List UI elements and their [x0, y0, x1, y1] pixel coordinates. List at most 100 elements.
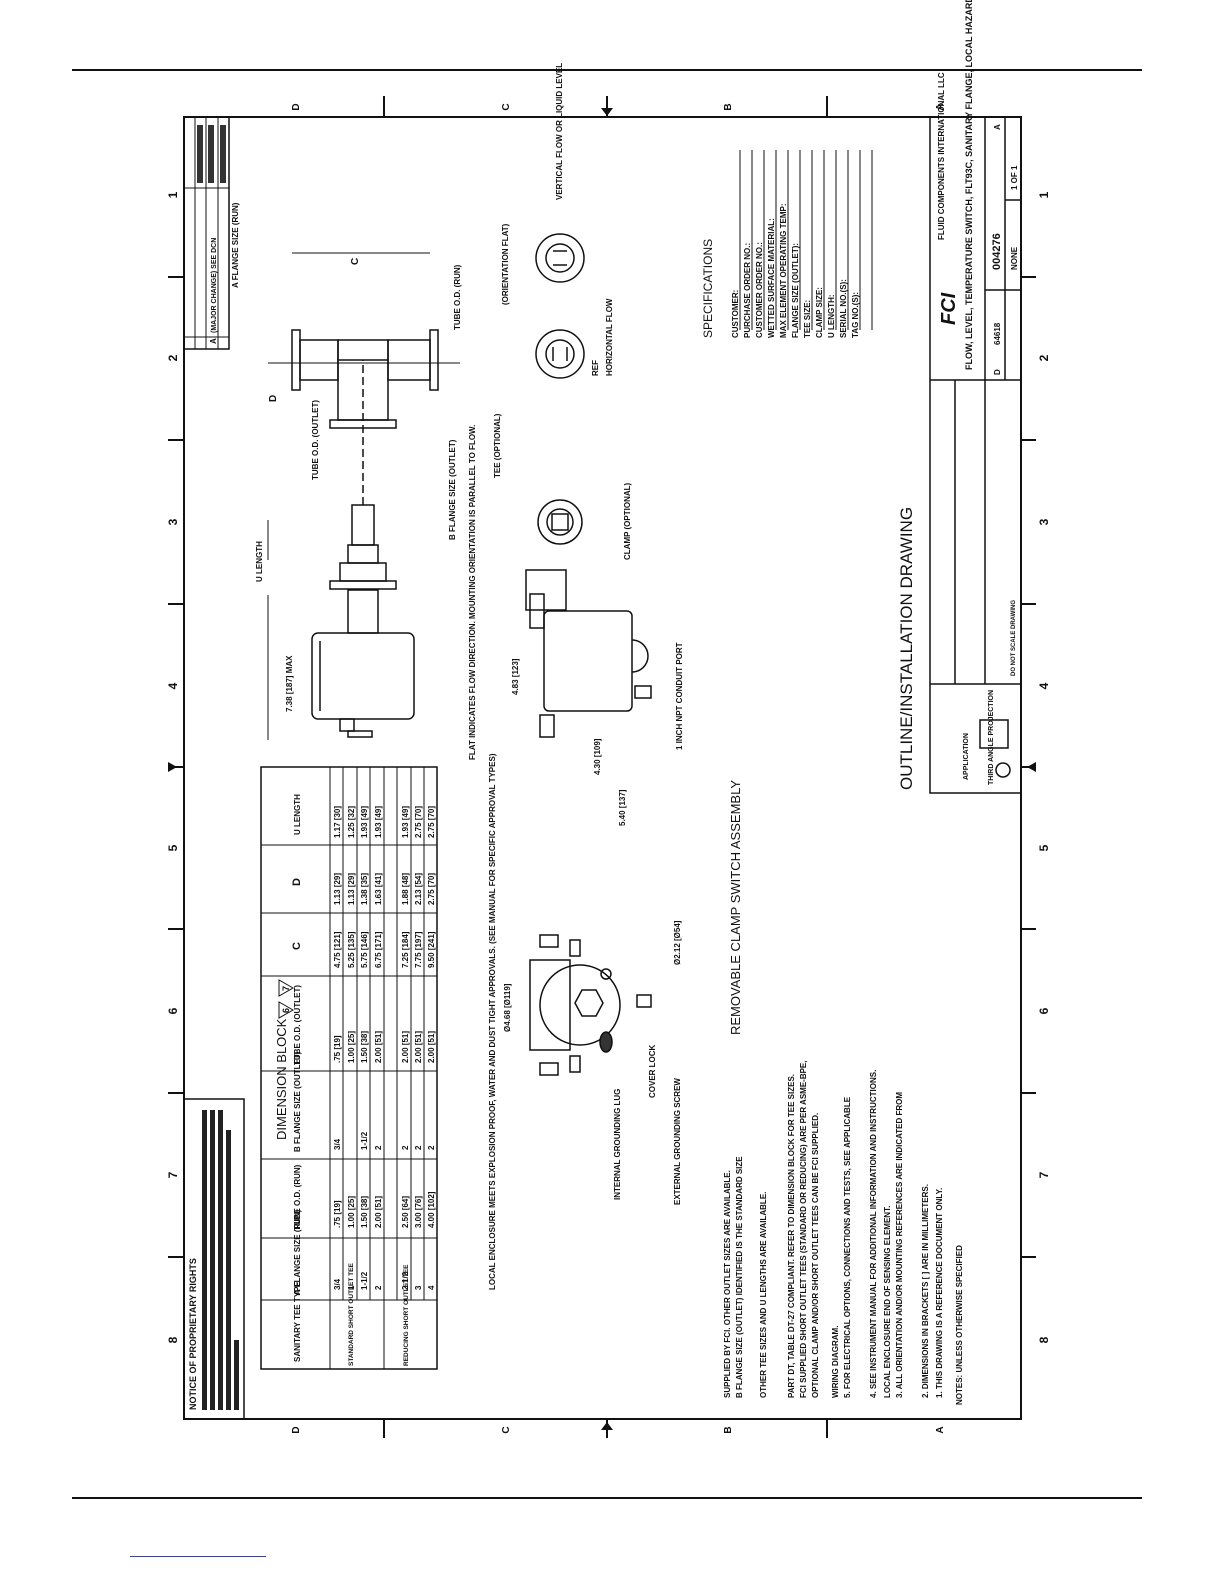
orientation-labels: (ORIENTATION FLAT) VERTICAL FLOW OR LIQU…: [501, 63, 614, 376]
table-cell: 2.00 [51]: [427, 1031, 436, 1063]
note-item: WIRING DIAGRAM.: [831, 1326, 840, 1398]
table-cell: 1.00 [25]: [347, 1196, 356, 1228]
label-d: D: [268, 395, 279, 402]
table-cell: 1.50 [38]: [360, 1196, 369, 1228]
note-item: 3. ALL ORIENTATION AND/OR MOUNTING REFER…: [895, 1092, 904, 1398]
zone-ticks: [168, 96, 1036, 1438]
top-rule: [72, 69, 1142, 71]
note-item: PART DT, TABLE DT-27 COMPLIANT. REFER TO…: [787, 1074, 796, 1398]
label-clamp: CLAMP (OPTIONAL): [623, 482, 632, 560]
table-cell: 2: [374, 1145, 383, 1150]
col-number: 5: [1037, 844, 1051, 851]
label-max-len: 7.38 [187] MAX: [285, 655, 294, 712]
specifications-fields: CUSTOMER:PURCHASE ORDER NO.:CUSTOMER ORD…: [731, 203, 860, 338]
table-cell: 3.00 [76]: [414, 1196, 423, 1228]
table-cell: 7.75 [197]: [414, 931, 423, 968]
table-cell: 1: [347, 1285, 356, 1290]
spec-field: CUSTOMER ORDER NO.:: [755, 242, 764, 338]
label-430: 4.30 [109]: [593, 738, 602, 775]
row-letter: B: [723, 1426, 734, 1433]
table-cell: 2.00 [51]: [374, 1196, 383, 1228]
spec-field: CUSTOMER:: [731, 290, 740, 338]
column-numbers: 8 7 6 5 4 3 2 1 8 7 6 5 4 3 2 1: [166, 191, 1051, 1343]
note-item: B FLANGE SIZE (OUTLET) IDENTIFIED IS THE…: [735, 1156, 744, 1398]
label-468: Ø4.68 [Ø119]: [503, 983, 512, 1032]
row-letter: A: [935, 103, 946, 110]
size-value: D: [993, 369, 1002, 375]
label-tube-run: TUBE O.D. (RUN): [453, 264, 462, 330]
table-header: U LENGTH: [293, 794, 302, 835]
clamp-labels: CLAMP (OPTIONAL) 4.83 [123] 4.30 [109] 5…: [511, 482, 684, 826]
flat-note: FLAT INDICATES FLOW DIRECTION. MOUNTING …: [468, 425, 477, 760]
row-letters: D C B A D C B A: [291, 103, 946, 1433]
label-c: C: [350, 258, 361, 265]
table-cell: 2.50 [64]: [401, 1196, 410, 1228]
table-cell: .75 [19]: [333, 1200, 342, 1228]
orientation-views: [535, 233, 585, 379]
spec-field: TAG NO.(S):: [851, 292, 860, 338]
label-orientation-flat: (ORIENTATION FLAT): [501, 223, 510, 305]
title-block-title: FLOW, LEVEL, TEMPERATURE SWITCH, FLT93C,…: [964, 0, 974, 370]
col-number: 1: [1037, 191, 1051, 198]
table-cell: 1.00 [25]: [347, 1031, 356, 1063]
do-not-scale: DO NOT SCALE DRAWING: [1011, 600, 1017, 676]
proprietary-box: [183, 1098, 245, 1420]
flag-7: 7: [281, 986, 291, 991]
assembly-view: [529, 934, 652, 1076]
table-cell: 1-1/2: [360, 1131, 369, 1150]
fci-logo: FCI: [938, 292, 960, 325]
drawing-title: OUTLINE/INSTALLATION DRAWING: [897, 507, 916, 790]
table-cell: 2.00 [51]: [401, 1031, 410, 1063]
table-cell: 1.63 [41]: [374, 873, 383, 905]
label-cover-lock: COVER LOCK: [648, 1044, 657, 1098]
table-cell: 7.25 [184]: [401, 931, 410, 968]
proprietary-text-blocks: [202, 1110, 239, 1410]
col-number: 4: [166, 682, 180, 689]
dimension-block-flags: 6 7: [278, 979, 295, 1019]
table-cell: 4.00 [102]: [427, 1191, 436, 1228]
col-number: 1: [166, 191, 180, 198]
row-letter: C: [501, 103, 512, 110]
assembly-title: REMOVABLE CLAMP SWITCH ASSEMBLY: [728, 780, 743, 1035]
scale-value: NONE: [1010, 246, 1019, 270]
bottom-rule: [72, 1497, 1142, 1499]
revision-description: (MAJOR CHANGE) SEE DCN: [211, 238, 218, 333]
assembly-labels: REMOVABLE CLAMP SWITCH ASSEMBLY Ø4.68 [Ø…: [488, 753, 743, 1290]
table-cell: 4.75 [121]: [333, 931, 342, 968]
table-cell: 2: [414, 1145, 423, 1150]
table-cell: 1.17 [30]: [333, 806, 342, 838]
label-ref: REF: [591, 360, 600, 376]
table-cell: 2.00 [51]: [374, 1031, 383, 1063]
table-cell: 5.75 [146]: [360, 931, 369, 968]
note-item: 5. FOR ELECTRICAL OPTIONS, CONNECTIONS A…: [843, 1096, 852, 1398]
table-cell: 2.00 [51]: [414, 1031, 423, 1063]
title-block-text: FLUID COMPONENTS INTERNATIONAL LLC FCI F…: [937, 0, 1019, 785]
table-cell: 2-1/2: [401, 1271, 410, 1290]
row-letter: C: [501, 1426, 512, 1433]
group-label-reducing: REDUCING SHORT OUTLET TEE: [403, 1264, 410, 1366]
note-item: FCI SUPPLIED SHORT OUTLET TEES (STANDARD…: [799, 1061, 808, 1399]
dimension-table: SANITARY TEE TYPE A FLANGE SIZE (RUN) TU…: [260, 766, 438, 1370]
table-cell: 3/4: [333, 1138, 342, 1150]
table-header: TUBE O.D. (RUN): [293, 1164, 302, 1230]
label-u-length: U LENGTH: [255, 541, 264, 582]
notes-header: NOTES: UNLESS OTHERWISE SPECIFIED: [955, 1245, 964, 1405]
note-item: 4. SEE INSTRUMENT MANUAL FOR ADDITIONAL …: [869, 1070, 878, 1398]
col-number: 7: [1037, 1171, 1051, 1178]
table-header: TUBE O.D. (OUTLET): [293, 985, 302, 1065]
label-flange-a: A FLANGE SIZE (RUN): [231, 202, 240, 288]
table-cell: .75 [19]: [333, 1035, 342, 1063]
row-letter: D: [291, 103, 302, 110]
label-483: 4.83 [123]: [511, 658, 520, 695]
table-cell: 1.50 [38]: [360, 1031, 369, 1063]
table-cell: 9.50 [241]: [427, 931, 436, 968]
col-number: 8: [166, 1336, 180, 1343]
col-number: 8: [1037, 1336, 1051, 1343]
table-cell: 1.25 [32]: [347, 806, 356, 838]
col-number: 6: [166, 1007, 180, 1014]
company-name: FLUID COMPONENTS INTERNATIONAL LLC: [937, 72, 946, 240]
side-view: [267, 252, 460, 740]
table-header: B FLANGE SIZE (OUTLET): [293, 1051, 302, 1152]
note-item: LOCAL ENCLOSURE END OF SENSING ELEMENT.: [883, 1206, 892, 1398]
row-letter: B: [723, 103, 734, 110]
